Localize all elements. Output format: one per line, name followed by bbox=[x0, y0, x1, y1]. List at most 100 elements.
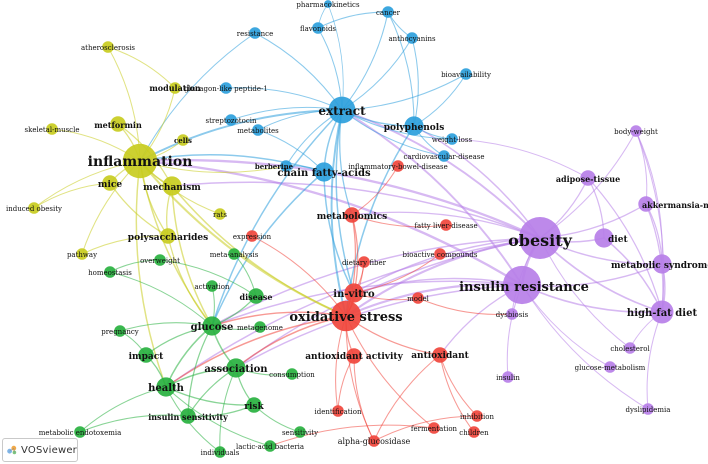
node-polysaccharides[interactable] bbox=[160, 228, 176, 244]
node-antioxidant-activity[interactable] bbox=[346, 348, 362, 364]
label-cardiovascular[interactable]: cardiovascular-disease bbox=[403, 153, 484, 161]
node-identification[interactable] bbox=[332, 405, 344, 417]
label-rats[interactable]: rats bbox=[213, 211, 227, 219]
label-berberine[interactable]: berberine bbox=[255, 162, 294, 171]
label-lactic-acid[interactable]: lactic-acid bacteria bbox=[236, 443, 304, 451]
label-dyslipidemia[interactable]: dyslipidemia bbox=[626, 406, 671, 414]
node-cells[interactable] bbox=[177, 134, 189, 146]
label-association[interactable]: association bbox=[204, 364, 268, 375]
label-bioavailability[interactable]: bioavailability bbox=[441, 71, 491, 79]
label-in-vitro[interactable]: in-vitro bbox=[333, 289, 375, 300]
node-atherosclerosis[interactable] bbox=[102, 41, 114, 53]
node-antioxidant[interactable] bbox=[432, 347, 448, 363]
node-disease[interactable] bbox=[248, 288, 264, 304]
node-consumption[interactable] bbox=[286, 368, 298, 380]
node-health[interactable] bbox=[156, 377, 176, 397]
node-bioavailability[interactable] bbox=[460, 68, 472, 80]
node-sensitivity[interactable] bbox=[294, 426, 306, 438]
node-skeletal-muscle[interactable] bbox=[46, 123, 58, 135]
label-polysaccharides[interactable]: polysaccharides bbox=[128, 233, 208, 243]
node-fatty-liver[interactable] bbox=[440, 219, 452, 231]
node-insulin-resistance[interactable] bbox=[502, 265, 542, 305]
label-homeostasis[interactable]: homeostasis bbox=[88, 269, 132, 277]
label-body-weight[interactable]: body-weight bbox=[614, 128, 658, 136]
label-skeletal-muscle[interactable]: skeletal-muscle bbox=[25, 126, 80, 134]
node-insulin-sensitivity[interactable] bbox=[180, 408, 196, 424]
label-pathway[interactable]: pathway bbox=[67, 251, 97, 259]
node-meta-analysis[interactable] bbox=[228, 248, 240, 260]
label-oxidative-stress[interactable]: oxidative stress bbox=[289, 310, 402, 325]
label-children[interactable]: children bbox=[459, 429, 489, 437]
label-inflammation[interactable]: inflammation bbox=[88, 154, 193, 170]
node-cancer[interactable] bbox=[382, 6, 394, 18]
node-fermentation[interactable] bbox=[428, 422, 440, 434]
node-berberine[interactable] bbox=[280, 160, 292, 172]
label-disease[interactable]: disease bbox=[239, 292, 272, 302]
label-mice[interactable]: mice bbox=[98, 180, 122, 190]
node-resistance[interactable] bbox=[249, 27, 261, 39]
label-resistance[interactable]: resistance bbox=[237, 30, 273, 38]
node-inhibition[interactable] bbox=[471, 410, 483, 422]
node-glucose[interactable] bbox=[202, 316, 222, 336]
label-pregnancy[interactable]: pregnancy bbox=[101, 328, 139, 336]
label-atherosclerosis[interactable]: atherosclerosis bbox=[81, 44, 135, 52]
node-diet[interactable] bbox=[594, 228, 614, 248]
node-rats[interactable] bbox=[214, 208, 226, 220]
node-pregnancy[interactable] bbox=[114, 325, 126, 337]
node-metagenome[interactable] bbox=[254, 321, 266, 333]
label-inflammatory-bowel[interactable]: inflammatory-bowel-disease bbox=[348, 163, 448, 171]
label-weight-loss[interactable]: weight-loss bbox=[432, 136, 473, 144]
label-glucose[interactable]: glucose bbox=[191, 322, 234, 333]
node-metformin[interactable] bbox=[110, 116, 126, 132]
label-adipose-tissue[interactable]: adipose-tissue bbox=[556, 174, 620, 184]
node-activation[interactable] bbox=[206, 280, 218, 292]
label-meta-analysis[interactable]: meta-analysis bbox=[210, 251, 259, 259]
label-alpha-glucosidase[interactable]: alpha-glucosidase bbox=[338, 437, 411, 446]
node-body-weight[interactable] bbox=[630, 125, 642, 137]
label-insulin[interactable]: insulin bbox=[496, 374, 520, 382]
label-expression[interactable]: expression bbox=[233, 233, 272, 241]
node-obesity[interactable] bbox=[519, 217, 561, 259]
label-metformin[interactable]: metformin bbox=[94, 120, 142, 130]
node-polyphenols[interactable] bbox=[404, 116, 424, 136]
label-model[interactable]: model bbox=[407, 295, 429, 303]
node-expression[interactable] bbox=[246, 230, 258, 242]
node-mechanism[interactable] bbox=[162, 176, 182, 196]
label-sensitivity[interactable]: sensitivity bbox=[282, 429, 318, 437]
label-insulin-resistance[interactable]: insulin resistance bbox=[459, 280, 589, 295]
label-antioxidant-activity[interactable]: antioxidant activity bbox=[305, 352, 403, 362]
node-mice[interactable] bbox=[102, 175, 118, 191]
node-lactic-acid[interactable] bbox=[264, 440, 276, 452]
node-dyslipidemia[interactable] bbox=[642, 403, 654, 415]
node-association[interactable] bbox=[226, 358, 246, 378]
label-metabolic-endotoxemia[interactable]: metabolic endotoxemia bbox=[39, 429, 122, 437]
node-risk[interactable] bbox=[246, 397, 262, 413]
node-dysbiosis[interactable] bbox=[506, 308, 518, 320]
label-cells[interactable]: cells bbox=[174, 136, 192, 145]
node-glp1[interactable] bbox=[220, 82, 232, 94]
label-anthocyanins[interactable]: anthocyanins bbox=[388, 35, 436, 43]
label-overweight[interactable]: overweight bbox=[140, 257, 180, 265]
label-obesity[interactable]: obesity bbox=[508, 231, 573, 250]
node-glucose-metabolism[interactable] bbox=[604, 361, 616, 373]
label-diet[interactable]: diet bbox=[608, 235, 628, 245]
label-glucose-metabolism[interactable]: glucose-metabolism bbox=[575, 364, 646, 372]
label-induced-obesity[interactable]: induced obesity bbox=[6, 205, 62, 213]
label-activation[interactable]: activation bbox=[194, 283, 230, 291]
label-dysbiosis[interactable]: dysbiosis bbox=[496, 311, 529, 319]
label-akkermansia[interactable]: akkermansia-muciniphila bbox=[642, 200, 708, 210]
label-antioxidant[interactable]: antioxidant bbox=[411, 351, 469, 361]
node-flavonoids[interactable] bbox=[312, 22, 324, 34]
label-extract[interactable]: extract bbox=[318, 104, 366, 118]
node-akkermansia[interactable] bbox=[638, 196, 654, 212]
node-streptozotocin[interactable] bbox=[225, 114, 237, 126]
node-inflammatory-bowel[interactable] bbox=[392, 160, 404, 172]
label-insulin-sensitivity[interactable]: insulin sensitivity bbox=[148, 412, 228, 422]
node-cholesterol[interactable] bbox=[624, 342, 636, 354]
label-metagenome[interactable]: metagenome bbox=[237, 324, 283, 332]
node-dietary-fiber[interactable] bbox=[358, 256, 370, 268]
label-cholesterol[interactable]: cholesterol bbox=[610, 345, 650, 353]
node-model[interactable] bbox=[412, 292, 424, 304]
node-overweight[interactable] bbox=[154, 254, 166, 266]
